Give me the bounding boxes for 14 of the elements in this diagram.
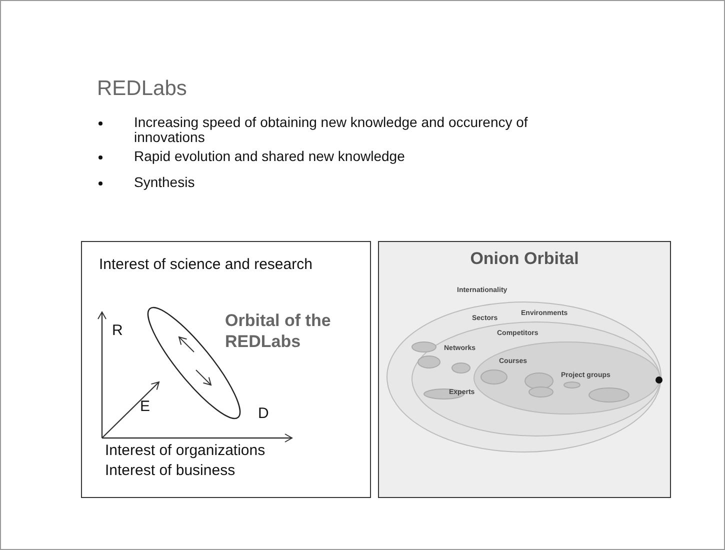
axis-label: R	[112, 322, 123, 339]
axis-label: E	[140, 398, 150, 415]
bullet-text: Rapid evolution and shared new knowledge	[134, 149, 406, 164]
panel-text: Interest of science and research	[99, 256, 312, 273]
axis-label: D	[258, 405, 269, 422]
panel-text: Interest of organizations	[105, 442, 266, 459]
panel-heading: Onion Orbital	[469, 249, 580, 269]
diagram-panel	[81, 241, 371, 498]
bullet-text: Increasing speed of obtaining new knowledge and occurency of innovations	[134, 115, 529, 145]
panel-text: Interest of business	[105, 462, 236, 479]
orbital-caption: Orbital of the REDLabs	[225, 310, 332, 352]
diagram-panel	[378, 241, 671, 498]
bullet-text: Synthesis	[134, 175, 196, 190]
slide-title: REDLabs	[97, 77, 187, 101]
